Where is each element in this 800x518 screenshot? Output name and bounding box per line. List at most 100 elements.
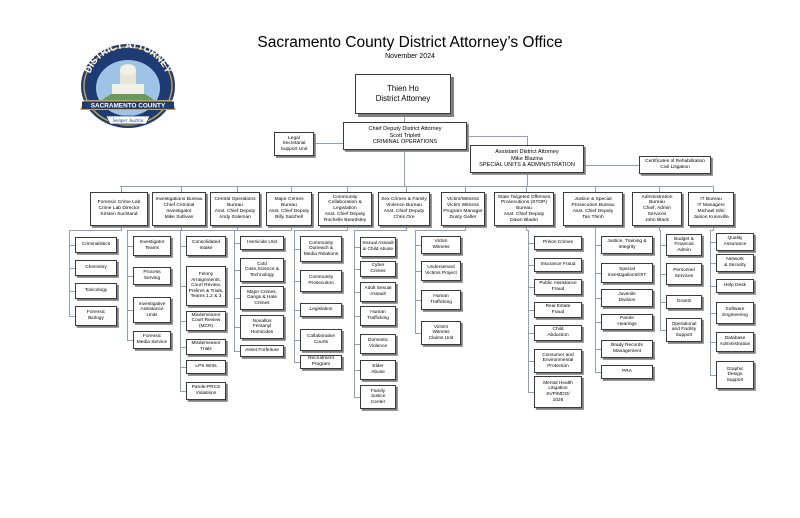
- bureau-box-4: Community Collaboration & Legislation As…: [318, 192, 372, 226]
- unit-box-4-4: Recruitment Program: [300, 355, 342, 369]
- connector-bureau-arm-6: [415, 230, 466, 231]
- connector-unit-7-4: [528, 333, 534, 334]
- connector-unit-0-0: [69, 245, 75, 246]
- unit-box-2-2: Misdemeanor Court Review (MCR): [186, 311, 226, 331]
- connector-unit-7-1: [528, 265, 534, 266]
- connector-bureau-2: [237, 186, 238, 192]
- connector-unit-spine-3: [234, 230, 235, 351]
- connector-bureau-bus: [120, 186, 714, 187]
- unit-box-7-3: Real Estate Fraud: [534, 302, 582, 318]
- connector-unit-6-2: [415, 300, 421, 301]
- unit-box-6-1: Underserved Victims Project: [421, 261, 461, 281]
- connector-unit-5-5: [354, 370, 360, 371]
- seal-band-text: SACRAMENTO COUNTY: [91, 102, 166, 109]
- connector-unit-1-1: [127, 276, 133, 277]
- unit-box-7-0: Prison Crimes: [534, 236, 582, 250]
- district-attorney-seal-logo: SACRAMENTO COUNTY DISTRICT ATTORNEY Semp…: [80, 40, 176, 128]
- connector-unit-9-0: [660, 245, 666, 246]
- unit-box-3-4: Asset Forfeiture: [240, 345, 284, 357]
- connector-unit-5-2: [354, 292, 360, 293]
- connector-unit-7-0: [528, 243, 534, 244]
- unit-box-5-4: Domestic Violence: [360, 334, 396, 354]
- connector-unit-spine-0: [69, 230, 70, 316]
- unit-box-2-4: LPS Writs: [186, 360, 226, 374]
- connector-bureau-arm-5: [354, 230, 407, 231]
- connector-unit-7-3: [528, 310, 534, 311]
- connector-bureau-stem-3: [291, 226, 292, 230]
- unit-box-9-2: Grants: [666, 295, 702, 309]
- bureau-box-2: Central Operations Bureau Asst. Chief De…: [210, 192, 260, 226]
- connector-bureau-7: [526, 186, 527, 192]
- connector-unit-spine-6: [415, 230, 416, 333]
- connector-bureau-stem-0: [121, 226, 122, 230]
- unit-box-8-4: Brady Records Management: [601, 340, 653, 358]
- connector-unit-0-2: [69, 291, 75, 292]
- connector-bureau-stem-6: [465, 226, 466, 230]
- connector-ada-to-cert: [584, 165, 639, 166]
- unit-box-7-6: Mental Health Litigation SVP/MDO/ 1026: [534, 376, 582, 408]
- connector-unit-7-5: [528, 361, 534, 362]
- connector-unit-spine-10: [710, 230, 711, 375]
- connector-unit-0-3: [69, 316, 75, 317]
- connector-bureau-0: [121, 186, 122, 192]
- unit-box-1-2: Investigative Assistance Units: [133, 297, 171, 323]
- connector-unit-5-3: [354, 316, 360, 317]
- certificates-civil-litigation-box: Certificates of Rehabilitation Civil Lit…: [639, 156, 711, 174]
- connector-unit-5-0: [354, 247, 360, 248]
- connector-bureau-stem-10: [713, 226, 714, 230]
- connector-bureau-arm-4: [294, 230, 348, 231]
- unit-box-1-1: Process Serving: [133, 267, 171, 285]
- unit-box-9-3: Operational and Facility Support: [666, 318, 702, 342]
- connector-bureau-5: [406, 186, 407, 192]
- connector-unit-8-5: [595, 372, 601, 373]
- unit-box-2-5: Parole-PRCS Violations: [186, 382, 226, 400]
- connector-bureau-stem-1: [181, 226, 182, 230]
- connector-unit-5-6: [354, 397, 360, 398]
- unit-box-2-1: Felony Arraignments, Court Review, Preli…: [186, 266, 226, 306]
- connector-unit-3-2: [234, 298, 240, 299]
- connector-unit-1-2: [127, 310, 133, 311]
- unit-box-4-2: Legislation: [300, 303, 342, 317]
- connector-unit-9-3: [660, 330, 666, 331]
- connector-unit-2-1: [180, 286, 186, 287]
- connector-cdda-down: [404, 150, 405, 186]
- connector-unit-3-1: [234, 270, 240, 271]
- connector-unit-4-4: [294, 362, 300, 363]
- connector-unit-8-3: [595, 322, 601, 323]
- connector-unit-10-3: [710, 313, 716, 314]
- connector-bureau-stem-5: [406, 226, 407, 230]
- unit-box-10-1: Network & Security: [716, 254, 754, 272]
- connector-unit-2-3: [180, 347, 186, 348]
- connector-unit-spine-1: [127, 230, 128, 340]
- unit-box-10-4: Database Administration: [716, 332, 754, 352]
- connector-unit-spine-4: [294, 230, 295, 362]
- connector-unit-8-2: [595, 298, 601, 299]
- legal-secretarial-support-box: Legal Secretarial Support Unit: [274, 132, 314, 156]
- connector-unit-3-3: [234, 327, 240, 328]
- unit-box-10-3: Software Engineering: [716, 302, 754, 324]
- connector-unit-spine-2: [180, 230, 181, 391]
- unit-box-6-2: Human Trafficking: [421, 290, 461, 310]
- unit-box-8-1: Special Investigations/OIT: [601, 263, 653, 283]
- connector-bureau-arm-2: [180, 230, 238, 231]
- bureau-box-1: Investigations Bureau Chief Criminal Inv…: [152, 192, 206, 226]
- unit-box-10-2: Help Desk: [716, 279, 754, 293]
- connector-unit-10-0: [710, 242, 716, 243]
- connector-bureau-arm-7: [526, 230, 529, 231]
- unit-box-3-0: Homicide Unit: [240, 236, 284, 250]
- unit-box-3-3: Nonaltos Fentanyl Homicides: [240, 315, 284, 339]
- bureau-box-6: Victim/Witness Victim Witness Program Ma…: [441, 192, 485, 226]
- connector-bureau-stem-7: [526, 226, 527, 230]
- bureau-box-8: Justice & Special Prosecution Bureau Ass…: [563, 192, 623, 226]
- connector-unit-5-4: [354, 344, 360, 345]
- connector-unit-6-1: [415, 271, 421, 272]
- unit-box-4-1: Community Prosecution: [300, 270, 342, 292]
- unit-box-10-5: Graphic Design Support: [716, 361, 754, 389]
- unit-box-3-1: Cold Case,Science & Technology: [240, 258, 284, 282]
- connector-bureau-4: [347, 186, 348, 192]
- unit-box-2-0: Consolidated Intake: [186, 236, 226, 256]
- unit-box-5-5: Elder Abuse: [360, 360, 396, 380]
- connector-bureau-arm-0: [69, 230, 122, 231]
- unit-box-0-1: Chemistry: [75, 260, 117, 276]
